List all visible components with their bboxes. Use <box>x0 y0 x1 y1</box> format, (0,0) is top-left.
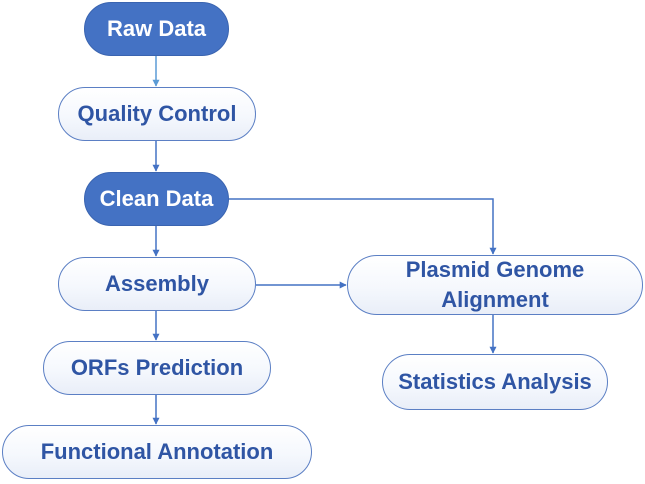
plasmid-genome-alignment-node: Plasmid Genome Alignment <box>347 255 643 315</box>
statistics-analysis-label: Statistics Analysis <box>398 369 592 394</box>
orfs-prediction-node: ORFs Prediction <box>43 341 271 395</box>
quality-control-label: Quality Control <box>77 101 237 126</box>
quality-control-node: Quality Control <box>58 87 256 141</box>
raw-data-node: Raw Data <box>84 2 229 56</box>
assembly-label: Assembly <box>105 271 209 296</box>
plasmid-genome-alignment-label: Plasmid Genome Alignment <box>405 257 585 312</box>
clean-data-node: Clean Data <box>84 172 229 226</box>
functional-annotation-label: Functional Annotation <box>40 439 274 464</box>
assembly-node: Assembly <box>58 257 256 311</box>
clean-data-label: Clean Data <box>99 186 214 211</box>
arrow-clean-to-plasmid <box>229 198 497 255</box>
statistics-analysis-node: Statistics Analysis <box>382 354 608 410</box>
functional-annotation-node: Functional Annotation <box>2 425 312 479</box>
raw-data-label: Raw Data <box>106 16 207 41</box>
orfs-prediction-label: ORFs Prediction <box>70 355 244 380</box>
